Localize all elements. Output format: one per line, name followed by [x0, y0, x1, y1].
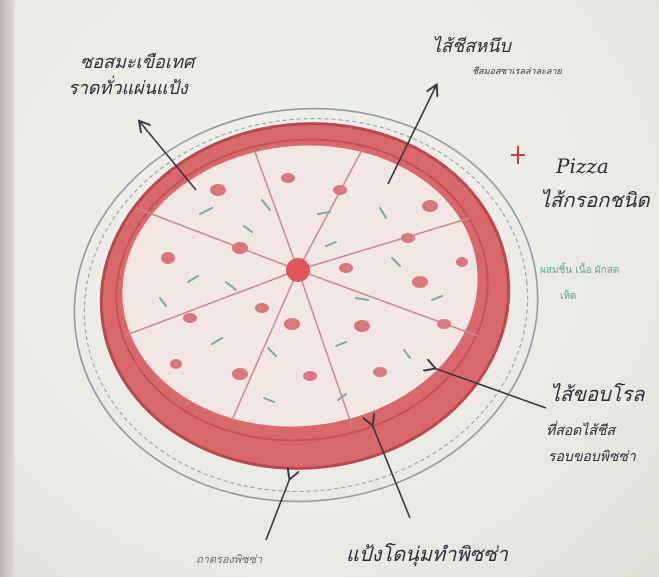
label-topping-line2: ราดทั่วแผ่นแป้ง: [68, 80, 188, 99]
arrow-tray: [266, 478, 290, 540]
title-line1: Pizza: [556, 156, 609, 177]
label-cheese-line1: ไส้ชีสหนึบ: [432, 38, 511, 57]
label-tray: ถาดรองพิซซ่า: [196, 554, 262, 566]
label-crust-edge-line3: รอบขอบพิซซ่า: [548, 450, 636, 465]
pizza-center: [286, 258, 310, 282]
label-cheese-line2: ชีสมอสซาเรลล่าละลาย: [472, 68, 562, 77]
title-line2: ไส้กรอกชนิด: [540, 190, 649, 211]
label-dough: แป้งโดนุ่มทำพิซซ่า: [346, 544, 508, 565]
star-mark: [511, 146, 525, 164]
label-crust-edge-line1: ไส้ขอบโรล: [550, 384, 644, 405]
subtitle-line2: เห็ด: [560, 292, 577, 303]
label-crust-edge-line2: ที่สอดไส้ชีส: [546, 424, 615, 439]
label-topping-line1: ซอสมะเขือเทศ: [80, 54, 194, 73]
subtitle-line1: ผสมชิ้น เนื้อ ผักสด: [540, 266, 619, 277]
